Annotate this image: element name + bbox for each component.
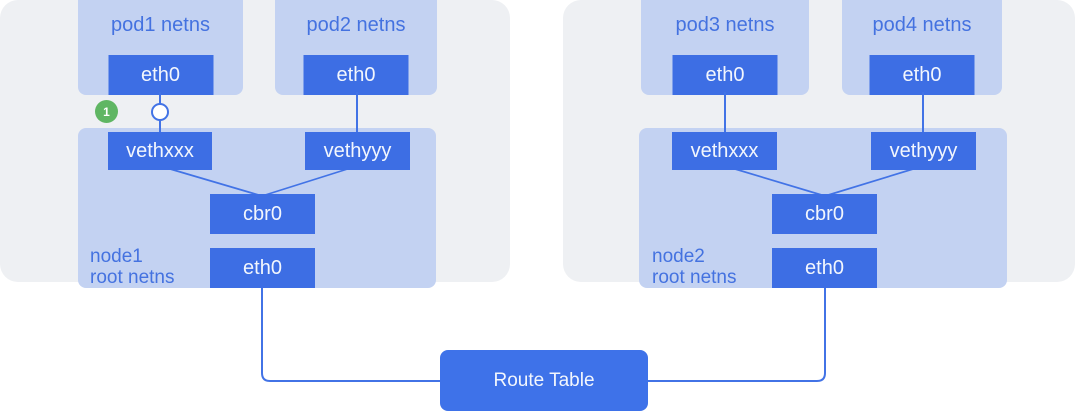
node2-eth0-to-route-table-line (648, 288, 826, 382)
pod3-eth0-box: eth0 (672, 55, 778, 95)
pod3-netns-box: pod3 netns eth0 (641, 0, 809, 95)
pod2-eth0-box: eth0 (303, 55, 409, 95)
pod2-netns-box: pod2 netns eth0 (275, 0, 437, 95)
pod4-netns-box: pod4 netns eth0 (842, 0, 1002, 95)
pod4-netns-label: pod4 netns (872, 14, 972, 36)
node2-vethyyy-box: vethyyy (871, 132, 976, 170)
node1-netns-text: root netns (90, 267, 175, 288)
pod2-netns-label: pod2 netns (306, 14, 406, 36)
node1-eth0-to-route-table-line (261, 288, 440, 382)
step-1-badge: 1 (95, 100, 118, 123)
node1-root-eth0-box: eth0 (210, 248, 315, 288)
node2-cbr0-bridge-box: cbr0 (772, 194, 877, 234)
route-table-box: Route Table (440, 350, 648, 411)
node2-netns-text: root netns (652, 267, 737, 288)
pod1-netns-label: pod1 netns (111, 14, 210, 36)
node1-root-netns-label: node1 root netns (90, 246, 175, 288)
pod1-netns-box: pod1 netns eth0 (78, 0, 243, 95)
node2-vethxxx-box: vethxxx (672, 132, 777, 170)
node1-vethxxx-box: vethxxx (108, 132, 212, 170)
pod1-eth0-box: eth0 (108, 55, 213, 95)
node1-name: node1 (90, 246, 143, 267)
node1-vethyyy-box: vethyyy (305, 132, 410, 170)
node2-name: node2 (652, 246, 705, 267)
node2-root-netns-label: node2 root netns (652, 246, 737, 288)
node1-cbr0-bridge-box: cbr0 (210, 194, 315, 234)
pod4-eth0-box: eth0 (869, 55, 975, 95)
pod3-netns-label: pod3 netns (675, 14, 775, 36)
node2-root-eth0-box: eth0 (772, 248, 877, 288)
